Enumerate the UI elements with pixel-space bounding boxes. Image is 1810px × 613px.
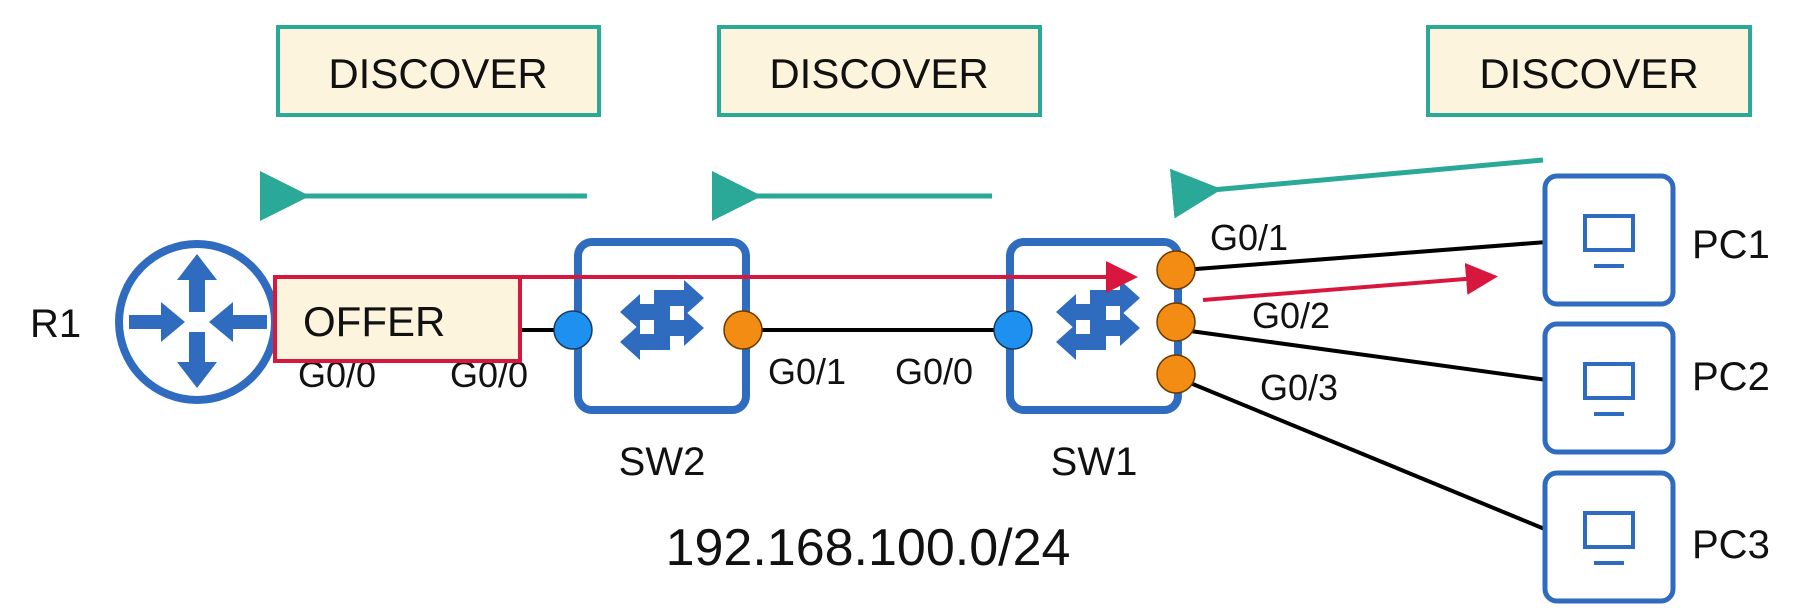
- port-sw1-g0-1[interactable]: [1156, 250, 1196, 290]
- pc-pc3[interactable]: [1545, 473, 1673, 601]
- pc-icon: [1545, 324, 1673, 452]
- if-label-sw1-g0-0: G0/0: [895, 351, 973, 392]
- pc-icon: [1545, 473, 1673, 601]
- port-sw1-g0-2[interactable]: [1156, 302, 1196, 342]
- offer-arrow-2: [1202, 262, 1498, 302]
- router-r1[interactable]: [115, 240, 279, 404]
- port-sw1-g0-0[interactable]: [993, 310, 1033, 350]
- pc1-label: PC1: [1692, 223, 1770, 267]
- if-label-sw2-g0-1: G0/1: [768, 351, 846, 392]
- r1-label: R1: [30, 302, 81, 346]
- pc-icon: [1545, 176, 1673, 304]
- sw1-label: SW1: [1051, 440, 1138, 484]
- discover-label: DISCOVER: [328, 50, 547, 97]
- switch-sw2[interactable]: [574, 238, 750, 414]
- discover-label: DISCOVER: [1479, 50, 1698, 97]
- port-sw2-g0-0[interactable]: [553, 310, 593, 350]
- link-sw1-pc3: [1182, 378, 1548, 532]
- link-sw1-pc1: [1182, 240, 1548, 272]
- offer-message: OFFER: [273, 275, 522, 363]
- pc3-label: PC3: [1692, 523, 1770, 567]
- link-sw1-pc2: [1182, 328, 1548, 382]
- discover-message-2: DISCOVER: [717, 25, 1042, 117]
- pc2-label: PC2: [1692, 355, 1770, 399]
- port-sw2-g0-1[interactable]: [723, 310, 763, 350]
- pc-pc1[interactable]: [1545, 176, 1673, 304]
- discover-arrow-3: [1169, 157, 1544, 219]
- if-label-sw1-g0-2: G0/2: [1252, 295, 1330, 336]
- discover-label: DISCOVER: [769, 50, 988, 97]
- if-label-sw1-g0-3: G0/3: [1260, 367, 1338, 408]
- switch-sw1[interactable]: [1006, 238, 1182, 414]
- port-sw1-g0-3[interactable]: [1156, 354, 1196, 394]
- offer-label: OFFER: [303, 298, 445, 345]
- sw2-label: SW2: [619, 440, 706, 484]
- if-label-sw1-g0-1: G0/1: [1210, 217, 1288, 258]
- discover-message-3: DISCOVER: [1426, 25, 1752, 117]
- pc-pc2[interactable]: [1545, 324, 1673, 452]
- subnet-label: 192.168.100.0/24: [666, 519, 1071, 577]
- discover-message-1: DISCOVER: [276, 25, 601, 117]
